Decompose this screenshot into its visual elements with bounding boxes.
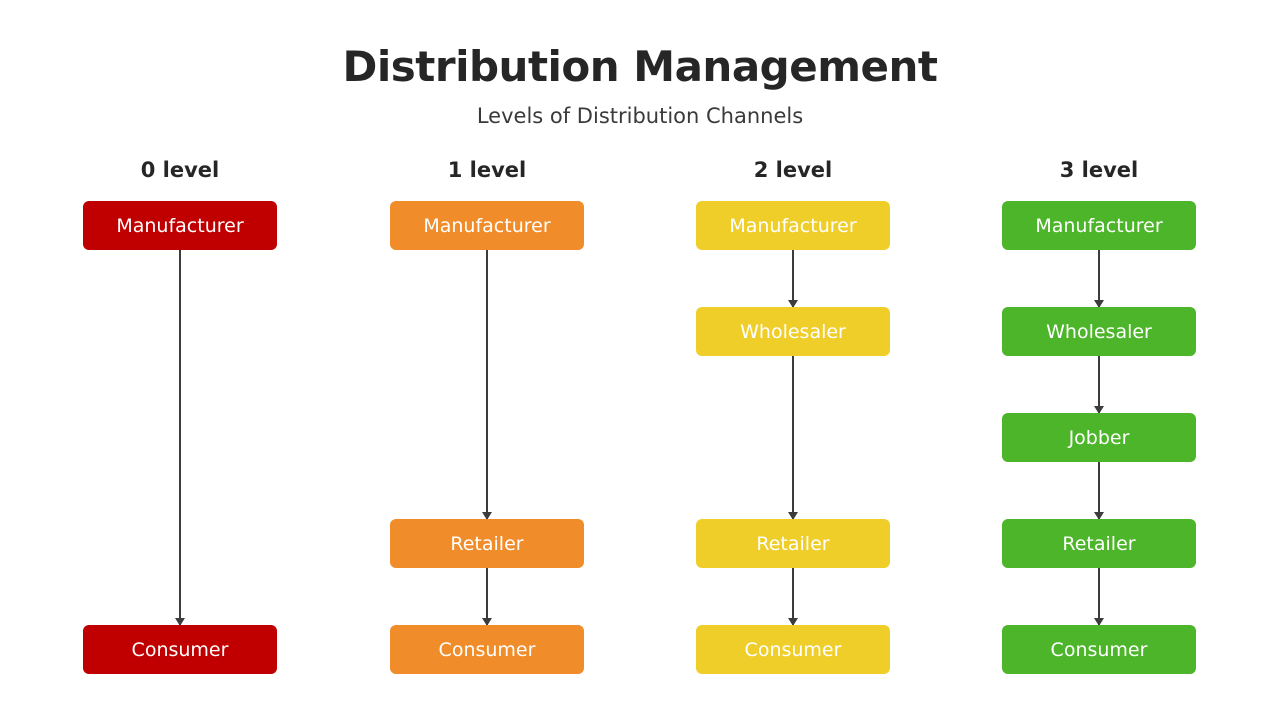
node-manufacturer: Manufacturer bbox=[83, 201, 277, 250]
arrow-connector bbox=[788, 250, 798, 308]
arrow-connector bbox=[1094, 568, 1104, 626]
arrow-connector bbox=[1094, 356, 1104, 414]
column-level-2: 2 level Manufacturer Wholesaler Retailer… bbox=[696, 0, 890, 720]
node-jobber: Jobber bbox=[1002, 413, 1196, 462]
node-consumer: Consumer bbox=[390, 625, 584, 674]
column-level-1: 1 level Manufacturer Retailer Consumer bbox=[390, 0, 584, 720]
column-label: 1 level bbox=[447, 158, 527, 182]
column-label: 3 level bbox=[1059, 158, 1139, 182]
page-subtitle: Levels of Distribution Channels bbox=[476, 104, 804, 128]
node-manufacturer: Manufacturer bbox=[1002, 201, 1196, 250]
node-wholesaler: Wholesaler bbox=[696, 307, 890, 356]
column-label: 0 level bbox=[140, 158, 220, 182]
arrow-connector bbox=[482, 568, 492, 626]
node-wholesaler: Wholesaler bbox=[1002, 307, 1196, 356]
node-retailer: Retailer bbox=[696, 519, 890, 568]
arrow-connector bbox=[175, 250, 185, 626]
arrow-connector bbox=[788, 356, 798, 520]
node-consumer: Consumer bbox=[696, 625, 890, 674]
arrow-connector bbox=[1094, 250, 1104, 308]
page-title: Distribution Management bbox=[342, 42, 938, 91]
column-level-3: 3 level Manufacturer Wholesaler Jobber R… bbox=[1002, 0, 1196, 720]
column-level-0: 0 level Manufacturer Consumer bbox=[83, 0, 277, 720]
node-consumer: Consumer bbox=[83, 625, 277, 674]
arrow-connector bbox=[1094, 462, 1104, 520]
arrow-connector bbox=[482, 250, 492, 520]
node-retailer: Retailer bbox=[390, 519, 584, 568]
node-retailer: Retailer bbox=[1002, 519, 1196, 568]
arrow-connector bbox=[788, 568, 798, 626]
node-manufacturer: Manufacturer bbox=[390, 201, 584, 250]
column-label: 2 level bbox=[753, 158, 833, 182]
node-manufacturer: Manufacturer bbox=[696, 201, 890, 250]
node-consumer: Consumer bbox=[1002, 625, 1196, 674]
